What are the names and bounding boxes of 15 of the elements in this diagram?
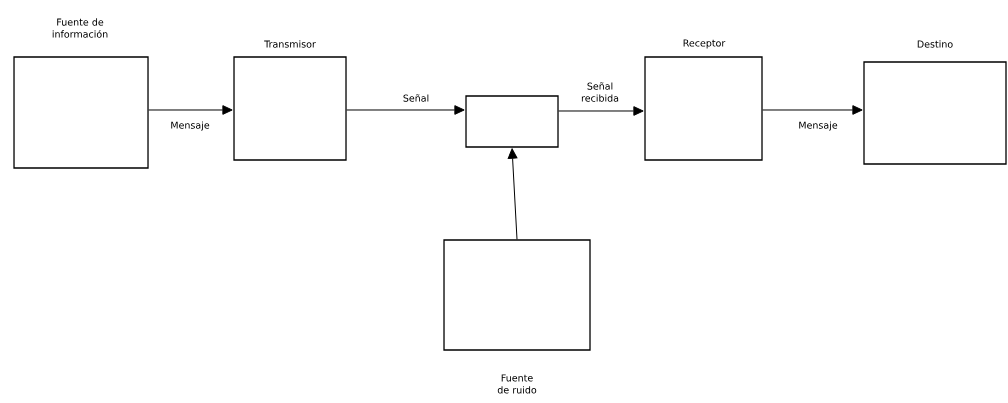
empty-box bbox=[465, 95, 559, 148]
box-heading: Receptor bbox=[683, 39, 726, 49]
arrow bbox=[148, 105, 233, 115]
edge-label: Mensaje bbox=[799, 121, 838, 131]
box-heading: Fuente de ruido bbox=[497, 374, 537, 394]
edge-label: Mensaje bbox=[171, 121, 210, 131]
edge-label: Señal recibida bbox=[581, 82, 619, 102]
box-heading: Transmisor bbox=[264, 40, 316, 48]
arrow bbox=[558, 106, 644, 116]
edge-label: Señal bbox=[403, 94, 429, 102]
box-heading: Destino bbox=[917, 40, 953, 48]
box-heading: Fuente de información bbox=[52, 18, 108, 38]
arrow bbox=[346, 105, 465, 115]
arrow bbox=[762, 105, 863, 115]
arrow bbox=[507, 148, 518, 240]
